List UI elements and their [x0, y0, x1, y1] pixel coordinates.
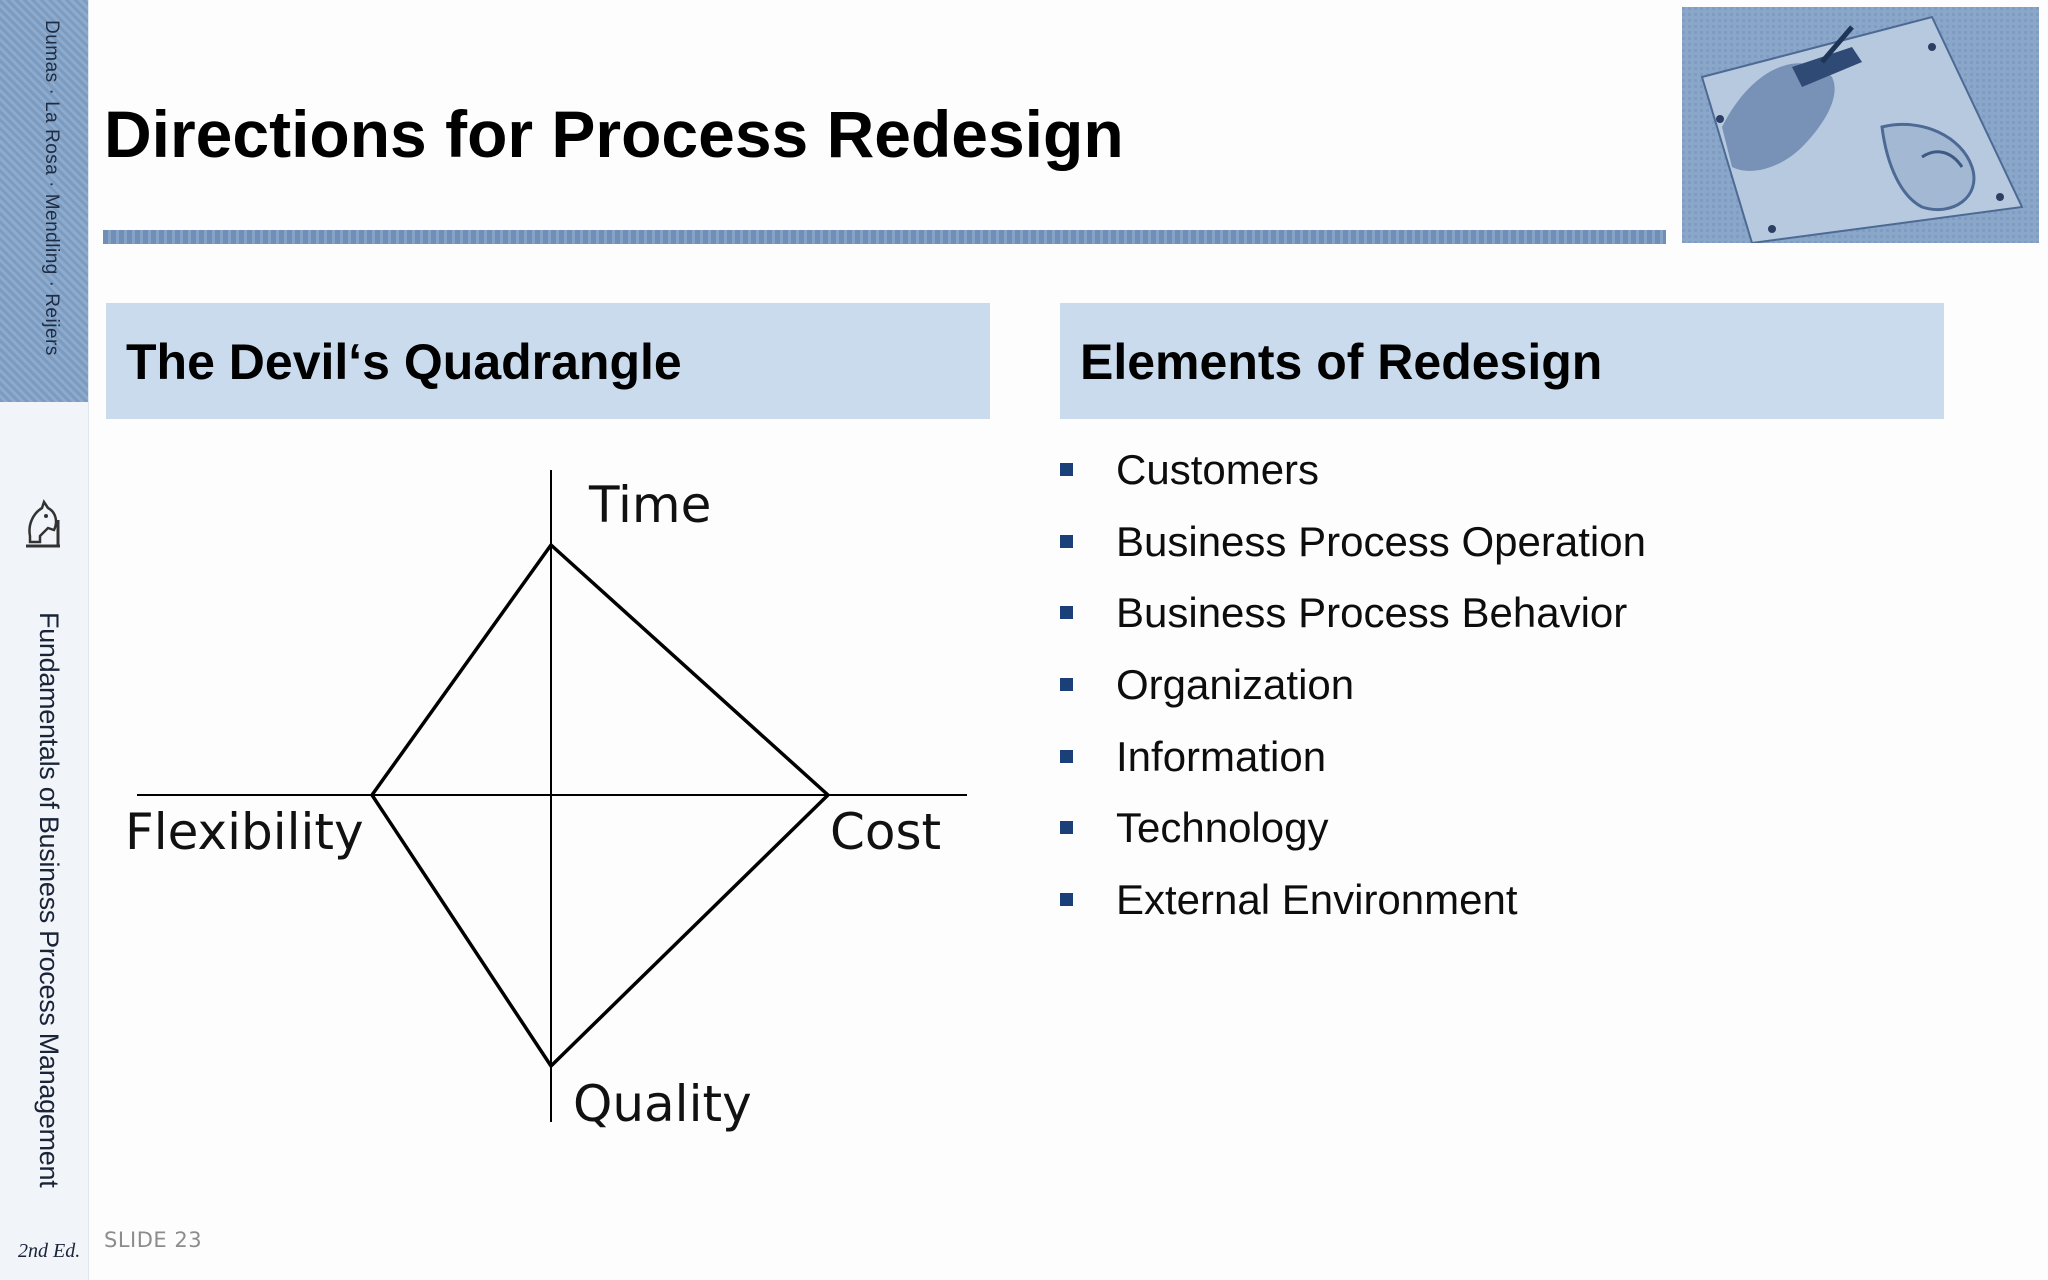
quadrangle-shape [370, 543, 830, 1068]
list-item-label: Information [1116, 732, 1327, 780]
cost-label: Cost [830, 803, 941, 861]
list-item-label: Business Process Behavior [1116, 589, 1628, 637]
square-bullet-icon [1060, 893, 1073, 907]
time-label: Time [588, 476, 711, 534]
slide-number: SLIDE 23 [104, 1228, 203, 1252]
spine-edition: 2nd Ed. [18, 1240, 81, 1262]
square-bullet-icon [1060, 463, 1073, 476]
list-item-label: Organization [1116, 661, 1355, 709]
list-item-label: Customers [1116, 446, 1320, 493]
list-item-label: Business Process Operation [1116, 517, 1646, 565]
book-spine: Dumas · La Rosa · Mendling · Reijers Fun… [0, 0, 89, 1280]
devils-quadrangle-title: The Devil‘s Quadrangle [126, 334, 682, 390]
flexibility-label: Flexibility [125, 803, 364, 861]
elements-of-redesign-title: Elements of Redesign [1080, 334, 1603, 390]
list-item-label: External Environment [1116, 876, 1518, 924]
square-bullet-icon [1060, 821, 1073, 835]
devils-quadrangle-header: The Devil‘s Quadrangle [106, 303, 990, 419]
knight-chess-piece-icon [18, 492, 68, 552]
header-divider [103, 230, 1666, 244]
spine-book-title: Fundamentals of Business Process Managem… [34, 612, 64, 1188]
square-bullet-icon [1060, 534, 1073, 548]
list-item-label: Technology [1116, 804, 1329, 852]
spine-authors: Dumas · La Rosa · Mendling · Reijers [41, 20, 62, 356]
hand-drawing-illustration [1682, 7, 2039, 243]
square-bullet-icon [1060, 749, 1073, 763]
square-bullet-icon [1060, 606, 1073, 620]
quality-label: Quality [573, 1075, 752, 1133]
elements-of-redesign-header: Elements of Redesign [1060, 303, 1944, 419]
square-bullet-icon [1060, 678, 1073, 692]
spine-pattern [0, 0, 88, 402]
slide-title: Directions for Process Redesign [104, 97, 1124, 171]
